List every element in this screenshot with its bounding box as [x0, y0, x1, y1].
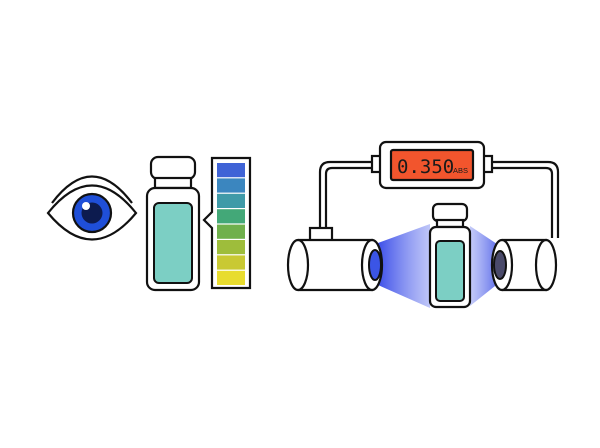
vial-cap [149, 155, 197, 181]
detector-sensor [493, 250, 507, 280]
source-lens [368, 249, 382, 281]
detector-cylinder-icon [490, 238, 558, 292]
color-swatch [217, 209, 245, 224]
meter-cables [318, 160, 560, 238]
cuvette-vial-icon [428, 202, 472, 309]
color-reference-chart [202, 156, 252, 290]
color-swatch [217, 163, 245, 178]
light-source-cylinder-icon [286, 226, 384, 292]
meter-display [389, 148, 475, 182]
vial-liquid [153, 202, 193, 284]
light-beam-out [470, 226, 500, 306]
cuvette-cap [431, 202, 469, 223]
vial-neck [153, 176, 193, 190]
color-swatch [217, 240, 245, 255]
color-swatch [217, 178, 245, 193]
light-beam-in [378, 224, 430, 308]
absorbance-meter: 0.350 ABS [370, 140, 494, 190]
color-swatch [217, 224, 245, 239]
eye-highlight [82, 202, 90, 210]
sample-vial-icon [145, 155, 201, 292]
color-swatches [217, 163, 245, 285]
meter-unit: ABS [453, 166, 468, 175]
color-swatch [217, 193, 245, 208]
meter-reading: 0.350 [397, 156, 454, 178]
color-swatch [217, 270, 245, 285]
cuvette-liquid [435, 240, 465, 302]
color-swatch [217, 255, 245, 270]
eye-icon [46, 175, 138, 241]
